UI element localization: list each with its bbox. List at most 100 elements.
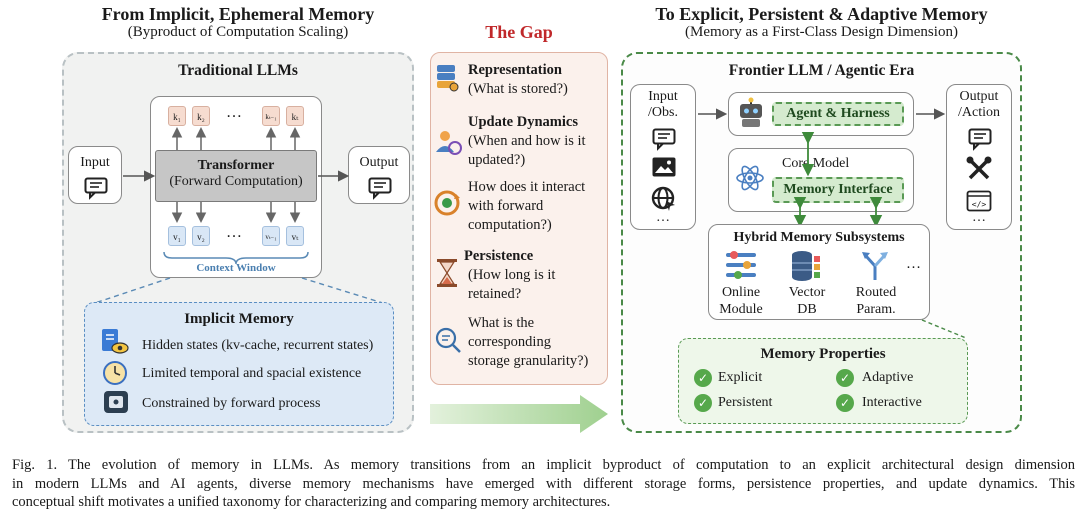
implicit-memory-box: Implicit Memory — [84, 302, 394, 426]
image-icon — [652, 157, 676, 177]
gears-sync-icon — [434, 190, 460, 216]
clock-map-icon — [103, 361, 127, 385]
magnifier-icon — [435, 327, 461, 353]
token-arrows — [171, 127, 301, 223]
representation-title: Representation — [468, 62, 562, 78]
globe-icon — [651, 186, 675, 211]
memory-properties-box: Memory Properties — [678, 338, 968, 424]
user-refresh-icon — [436, 131, 462, 155]
left-output-label: Output — [359, 155, 399, 170]
subsystem-label: Routed Param. — [846, 284, 906, 318]
implicit-memory-title: Implicit Memory — [184, 311, 294, 327]
subsystem-label-line: Online — [721, 285, 761, 300]
gap-title: The Gap — [485, 22, 553, 42]
right-input-label: Input — [648, 89, 678, 104]
memory-arrows — [793, 131, 883, 228]
value-token: v₂ — [192, 226, 210, 246]
transformer-block: Transformer (Forward Computation) — [155, 150, 317, 202]
robot-icon — [740, 97, 762, 127]
hourglass-icon — [437, 259, 457, 287]
figure-caption: Fig. 1. The evolution of memory in LLMs.… — [12, 456, 1075, 512]
left-subtitle: (Byproduct of Computation Scaling) — [127, 24, 349, 40]
right-output-label: /Action — [958, 105, 1000, 120]
interact-question-line: computation?) — [468, 217, 552, 233]
agent-flow-arrows — [698, 108, 946, 120]
subsystem-label: Vector DB — [778, 284, 836, 318]
chat-icon — [968, 128, 992, 151]
subsystem-ellipsis: … — [906, 256, 921, 272]
key-token: k₁ — [168, 106, 186, 126]
value-token: v₁ — [168, 226, 186, 246]
agent-harness-box: Agent & Harness — [772, 102, 904, 126]
check-icon: ✓ — [836, 369, 854, 387]
implicit-memory-item: Constrained by forward process — [142, 396, 321, 411]
implicit-memory-item: Limited temporal and spacial existence — [142, 366, 362, 381]
left-title: From Implicit, Ephemeral Memory — [101, 4, 375, 24]
chat-icon — [652, 128, 676, 151]
svg-text:</>: </> — [972, 200, 987, 209]
update-question-line: updated?) — [468, 152, 526, 168]
agentic-era-heading: Frontier LLM / Agentic Era — [728, 62, 915, 79]
subsystem-label-line: Param. — [856, 302, 896, 317]
subsystem-label-line: DB — [797, 302, 817, 317]
granularity-question-line: corresponding — [468, 334, 551, 350]
transformer-subtitle: (Forward Computation) — [169, 174, 303, 189]
caption-line: Fig. 1. The evolution of memory in LLMs.… — [12, 457, 1075, 473]
caption-line: conceptual shift motivates a unified tax… — [12, 494, 611, 510]
memory-properties-title: Memory Properties — [760, 346, 886, 362]
right-title: To Explicit, Persistent & Adaptive Memor… — [655, 4, 988, 24]
properties-connector — [921, 319, 967, 339]
subsystem-label-line: Routed — [855, 285, 897, 300]
database-icon — [437, 65, 459, 92]
check-icon: ✓ — [836, 394, 854, 412]
persistence-question-line: retained? — [468, 286, 522, 302]
vector-db-icon — [792, 251, 820, 281]
update-question-line: (When and how is it — [468, 133, 586, 149]
subsystem-label-line: Vector — [788, 285, 826, 300]
implicit-memory-item: Hidden states (kv-cache, recurrent state… — [142, 338, 374, 353]
transformer-title: Transformer — [197, 158, 275, 173]
granularity-question-line: What is the — [468, 315, 535, 331]
subsystem-label-line: Module — [719, 302, 763, 317]
right-input-box: Input /Obs. — [630, 84, 696, 230]
document-eye-icon — [102, 329, 129, 354]
representation-question: (What is stored?) — [468, 81, 568, 97]
chat-icon — [368, 177, 392, 200]
online-module-icon — [726, 251, 756, 279]
lock-device-icon — [104, 391, 128, 413]
property-label: Explicit — [718, 370, 763, 385]
update-dynamics-title: Update Dynamics — [468, 114, 578, 130]
right-input-label: /Obs. — [648, 105, 678, 120]
hybrid-memory-title: Hybrid Memory Subsystems — [733, 230, 905, 245]
key-ellipsis: … — [226, 104, 242, 121]
value-token: vₜ — [286, 226, 304, 246]
value-token: vₜ₋₁ — [262, 226, 280, 246]
code-window-icon: </> — [966, 190, 992, 212]
key-token: kₜ₋₁ — [262, 106, 280, 126]
property-label: Interactive — [862, 395, 922, 410]
implicit-memory-connector — [91, 277, 387, 305]
right-subtitle: (Memory as a First-Class Design Dimensio… — [685, 24, 958, 40]
gap-panel — [430, 52, 608, 385]
property-label: Persistent — [718, 395, 773, 410]
context-window-label: Context Window — [196, 262, 276, 274]
persistence-title: Persistence — [464, 248, 534, 264]
tools-icon — [966, 156, 992, 180]
left-input-label: Input — [80, 155, 110, 170]
interact-question-line: with forward — [468, 198, 544, 214]
interact-question-line: How does it interact — [468, 179, 586, 195]
granularity-question-line: storage granularity?) — [468, 353, 589, 369]
core-model-label: Core Model — [782, 156, 850, 171]
atom-icon — [736, 165, 764, 191]
value-ellipsis: … — [226, 224, 242, 241]
key-token: k₂ — [192, 106, 210, 126]
traditional-llms-heading: Traditional LLMs — [178, 62, 298, 79]
context-window-bracket — [163, 251, 309, 265]
right-output-box: Output /Action — [946, 84, 1012, 230]
caption-line: in modern LLMs and AI agents, diverse me… — [12, 475, 1075, 492]
left-input-box: Input — [68, 146, 122, 204]
chat-icon — [84, 177, 108, 200]
routed-param-icon — [862, 252, 888, 280]
left-output-box: Output — [348, 146, 410, 204]
transition-arrow — [430, 395, 608, 433]
